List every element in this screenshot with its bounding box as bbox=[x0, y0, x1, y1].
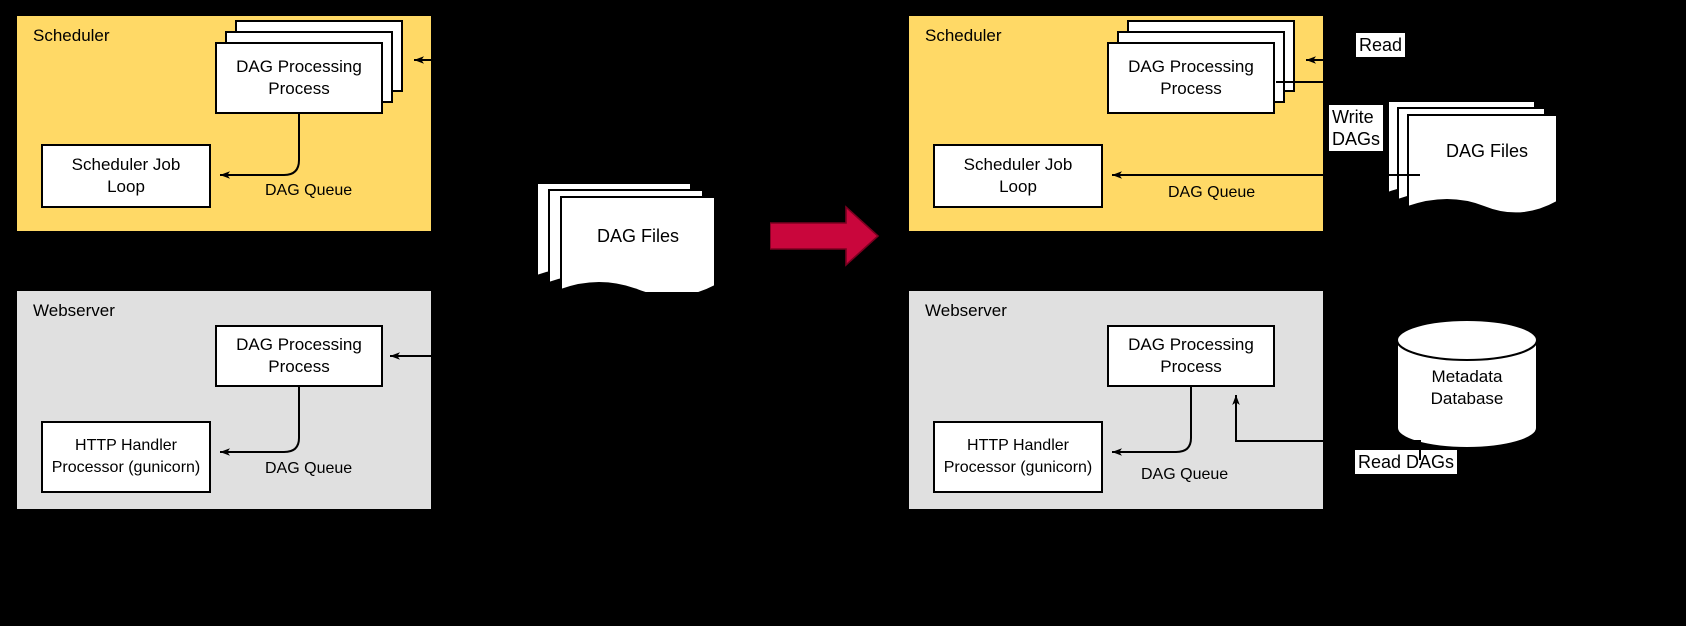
dag-processing-line1: DAG Processing bbox=[1128, 335, 1254, 354]
http-handler-line1: HTTP Handler bbox=[967, 437, 1069, 454]
center-dag-files-label: DAG Files bbox=[596, 226, 679, 246]
scheduler-job-loop-line2: Loop bbox=[999, 177, 1037, 196]
center-dag-files-document: DAG Files bbox=[533, 180, 718, 299]
dag-processing-line1: DAG Processing bbox=[1128, 57, 1254, 76]
metadata-db-line2: Database bbox=[1430, 389, 1504, 408]
dag-processing-line2: Process bbox=[1160, 357, 1222, 376]
database-icon bbox=[1396, 319, 1538, 449]
metadata-db-line1: Metadata bbox=[1431, 367, 1503, 386]
read-label: Read bbox=[1356, 33, 1406, 57]
left-webserver-dag-processing-process: DAG Processing Process bbox=[215, 325, 383, 387]
metadata-database-cylinder: Metadata Database bbox=[1394, 318, 1540, 450]
dag-processing-line2: Process bbox=[268, 79, 330, 98]
transition-arrow bbox=[769, 205, 880, 267]
http-handler-line2: Processor (gunicorn) bbox=[51, 459, 201, 476]
http-handler-line2: Processor (gunicorn) bbox=[943, 459, 1093, 476]
left-scheduler-dag-queue-label: DAG Queue bbox=[265, 182, 353, 199]
dag-files-doc-svg bbox=[1387, 100, 1558, 215]
scheduler-job-loop-line2: Loop bbox=[107, 177, 145, 196]
read-dags-label: Read DAGs bbox=[1355, 450, 1458, 474]
right-webserver-dag-queue-label: DAG Queue bbox=[1141, 466, 1229, 483]
http-handler-line1: HTTP Handler bbox=[75, 437, 177, 454]
scheduler-job-loop-line1: Scheduler Job bbox=[71, 155, 181, 174]
right-arrow-icon bbox=[769, 205, 880, 267]
left-scheduler-dag-processing-stack: DAG Processing Process bbox=[215, 20, 415, 115]
right-dag-files-label: DAG Files bbox=[1445, 141, 1528, 161]
scheduler-job-loop-line1: Scheduler Job bbox=[963, 155, 1073, 174]
dag-files-doc-svg bbox=[536, 182, 716, 299]
write-dags-line1: Write bbox=[1332, 107, 1374, 127]
right-scheduler-job-loop: Scheduler Job Loop bbox=[933, 144, 1103, 208]
dag-processing-line2: Process bbox=[1160, 79, 1222, 98]
metadata-database-label: Metadata Database bbox=[1402, 366, 1532, 410]
right-webserver-http-handler: HTTP Handler Processor (gunicorn) bbox=[933, 421, 1103, 493]
dag-processing-line1: DAG Processing bbox=[236, 335, 362, 354]
left-scheduler-job-loop: Scheduler Job Loop bbox=[41, 144, 211, 208]
write-dags-line2: DAGs bbox=[1332, 129, 1381, 149]
write-dags-label: Write DAGs bbox=[1329, 105, 1384, 151]
right-webserver-dag-processing-process: DAG Processing Process bbox=[1107, 325, 1275, 387]
left-scheduler-dag-processing-process: DAG Processing Process bbox=[215, 42, 383, 114]
left-scheduler-title: Scheduler bbox=[33, 26, 110, 45]
dag-processing-line2: Process bbox=[268, 357, 330, 376]
left-webserver-http-handler: HTTP Handler Processor (gunicorn) bbox=[41, 421, 211, 493]
right-webserver-title: Webserver bbox=[925, 301, 1007, 320]
right-dag-files-document: DAG Files bbox=[1385, 98, 1558, 216]
right-scheduler-dag-processing-stack: DAG Processing Process bbox=[1107, 20, 1307, 115]
left-webserver-title: Webserver bbox=[33, 301, 115, 320]
left-webserver-dag-queue-label: DAG Queue bbox=[265, 460, 353, 477]
dag-processing-line1: DAG Processing bbox=[236, 57, 362, 76]
right-scheduler-title: Scheduler bbox=[925, 26, 1002, 45]
right-scheduler-dag-queue-label: DAG Queue bbox=[1168, 184, 1256, 201]
right-scheduler-dag-processing-process: DAG Processing Process bbox=[1107, 42, 1275, 114]
